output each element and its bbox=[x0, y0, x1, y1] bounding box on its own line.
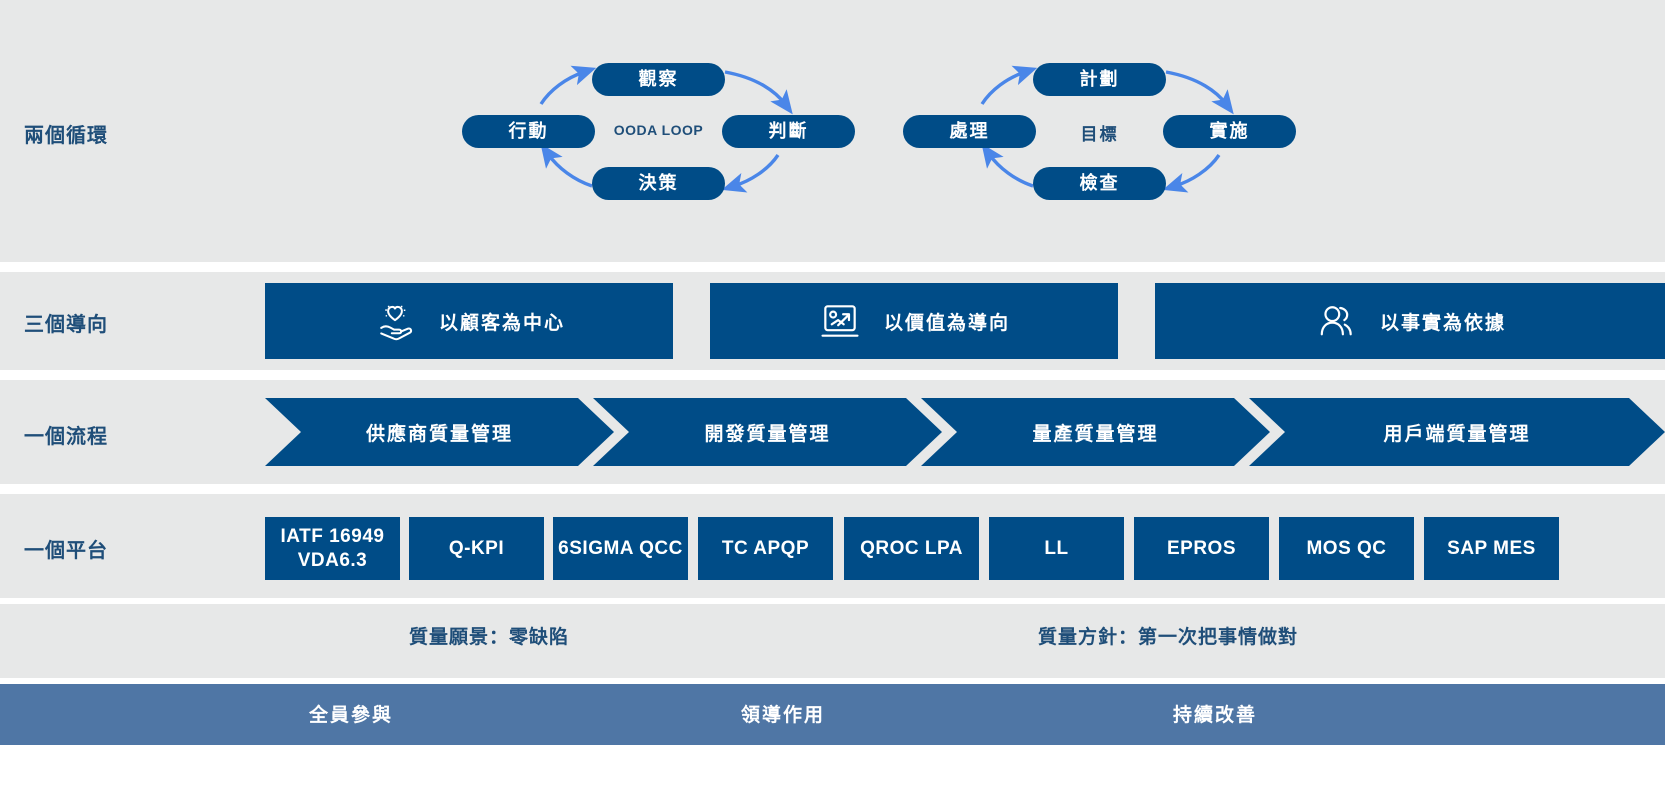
process-step-label: 供應商質量管理 bbox=[365, 423, 513, 445]
process-step-label: 開發質量管理 bbox=[704, 423, 831, 445]
row-label-two-cycles: 兩個循環 bbox=[24, 125, 108, 147]
ooda-loop: 觀察 判斷 決策 行動 OODA LOOP bbox=[462, 0, 856, 262]
process-step-label: 量產質量管理 bbox=[1032, 423, 1159, 445]
row-label-one-platform: 一個平台 bbox=[24, 540, 108, 562]
row-label-one-process: 一個流程 bbox=[24, 426, 108, 448]
bottom-principles-bar bbox=[0, 684, 1665, 745]
row-label-three-orientations: 三個導向 bbox=[24, 314, 108, 336]
ooda-node-orient[interactable]: 判斷 bbox=[722, 115, 855, 148]
orientation-label-facts: 以事實為依據 bbox=[1379, 312, 1506, 334]
platform-item-sap-mes[interactable]: SAP MES bbox=[1424, 517, 1559, 580]
orientation-label-customer: 以顧客為中心 bbox=[438, 312, 565, 334]
bottom-item-full-participation[interactable]: 全員參與 bbox=[308, 705, 393, 726]
platform-item-mos-qc[interactable]: MOS QC bbox=[1279, 517, 1414, 580]
process-step-mass-production[interactable]: 量產質量管理 bbox=[921, 398, 1270, 466]
orientation-label-value: 以價值為導向 bbox=[883, 312, 1010, 334]
ooda-loop-center-label: OODA LOOP bbox=[613, 122, 704, 138]
chart-screen-icon bbox=[821, 305, 859, 337]
orientation-card-customer[interactable]: 以顧客為中心 bbox=[265, 283, 673, 359]
pdca-node-act[interactable]: 處理 bbox=[903, 115, 1036, 148]
process-step-label: 用戶端質量管理 bbox=[1383, 423, 1531, 445]
quality-policy-text: 質量方針：第一次把事情做對 bbox=[1038, 627, 1299, 648]
platform-item-iatf[interactable]: IATF 16949 VDA6.3 bbox=[265, 517, 400, 580]
platform-item-ll[interactable]: LL bbox=[989, 517, 1124, 580]
pdca-node-plan[interactable]: 計劃 bbox=[1033, 63, 1166, 96]
hand-holding-heart-icon bbox=[380, 305, 413, 341]
process-step-supplier[interactable]: 供應商質量管理 bbox=[265, 398, 614, 466]
ooda-loop-arrows bbox=[539, 65, 793, 193]
ooda-node-observe[interactable]: 觀察 bbox=[592, 63, 725, 96]
platform-item-epros[interactable]: EPROS bbox=[1134, 517, 1269, 580]
bottom-item-continuous-improvement[interactable]: 持續改善 bbox=[1172, 705, 1257, 726]
pdca-node-check[interactable]: 檢查 bbox=[1033, 167, 1166, 200]
platform-item-6sigma-qcc[interactable]: 6SIGMA QCC bbox=[553, 517, 688, 580]
orientation-card-value[interactable]: 以價值為導向 bbox=[710, 283, 1118, 359]
ooda-node-decide[interactable]: 決策 bbox=[592, 167, 725, 200]
platform-item-qroc-lpa[interactable]: QROC LPA bbox=[844, 517, 979, 580]
pdca-node-do[interactable]: 實施 bbox=[1163, 115, 1296, 148]
pdca-loop: 計劃 實施 檢查 處理 目標 bbox=[903, 0, 1297, 262]
process-step-customer-end[interactable]: 用戶端質量管理 bbox=[1249, 398, 1665, 466]
row-vision-policy bbox=[0, 604, 1665, 678]
pdca-loop-center-label: 目標 bbox=[1080, 125, 1119, 144]
two-people-icon bbox=[1320, 306, 1352, 336]
bottom-item-leadership[interactable]: 領導作用 bbox=[740, 705, 825, 726]
pdca-loop-arrows bbox=[980, 65, 1234, 193]
orientation-card-facts[interactable]: 以事實為依據 bbox=[1155, 283, 1665, 359]
quality-vision-text: 質量願景：零缺陷 bbox=[409, 627, 570, 648]
process-step-development[interactable]: 開發質量管理 bbox=[593, 398, 942, 466]
platform-item-qkpi[interactable]: Q-KPI bbox=[409, 517, 544, 580]
ooda-node-act[interactable]: 行動 bbox=[462, 115, 595, 148]
platform-item-tc-apqp[interactable]: TC APQP bbox=[698, 517, 833, 580]
